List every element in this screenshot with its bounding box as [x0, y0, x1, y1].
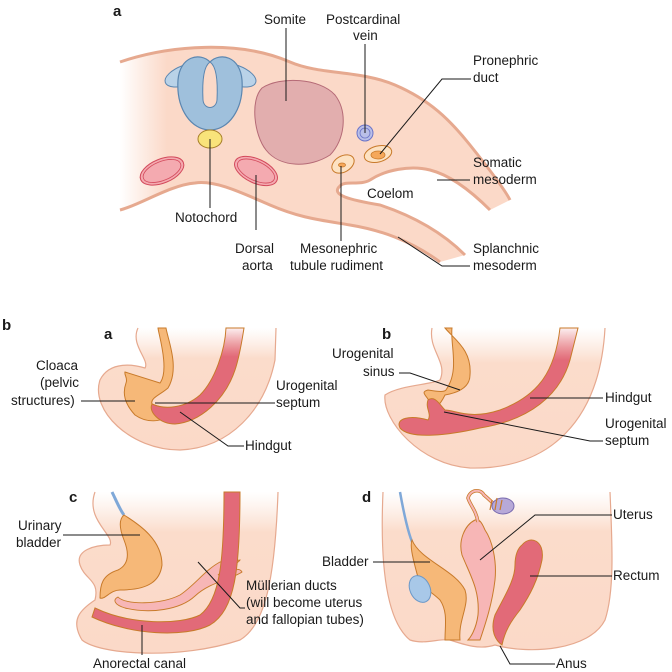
label-dorsal-1: Dorsal [235, 241, 274, 256]
label-dorsal-2: aorta [242, 258, 273, 273]
label-sub-b-septum-2: septum [605, 433, 649, 448]
embryo-body-outline [119, 45, 512, 201]
sub-d-letter: d [362, 489, 371, 506]
label-somatic-2: mesoderm [473, 172, 537, 187]
label-anorectal: Anorectal canal [93, 656, 186, 671]
sub-d-pubic-bone [408, 575, 432, 603]
label-urogenital-sinus-1: Urogenital [332, 346, 394, 361]
label-sub-d-bladder: Bladder [322, 554, 369, 569]
label-sub-a-septum-2: septum [276, 395, 320, 410]
leader-anus [499, 645, 555, 665]
label-sub-a-hindgut: Hindgut [245, 438, 292, 453]
label-coelom: Coelom [367, 186, 414, 201]
label-cloaca-3: structures) [11, 393, 75, 408]
sub-c-letter: c [69, 489, 77, 506]
sub-a-body-outline [97, 327, 277, 451]
sub-c-body-outline [76, 491, 279, 654]
dorsal-aorta-left [139, 156, 185, 186]
label-notochord: Notochord [175, 210, 237, 225]
label-cloaca-1: Cloaca [36, 358, 79, 373]
sub-b-letter: b [382, 326, 391, 343]
embryo-body-lower-outline [119, 181, 441, 264]
panel-b-letter: b [2, 317, 11, 334]
label-somatic-1: Somatic [473, 155, 522, 170]
coelom-outline [336, 166, 492, 257]
leader-urogenital-sinus [399, 372, 461, 391]
sub-a-letter: a [104, 326, 113, 343]
label-uterus: Uterus [613, 507, 653, 522]
panel-a-letter: a [113, 3, 122, 20]
sub-d-fallopian-fill [466, 489, 501, 523]
label-mullerian-3: and fallopian tubes) [246, 612, 364, 627]
label-mesonephric-1: Mesonephric [300, 241, 378, 256]
sub-b-body-outline [384, 327, 606, 469]
label-urogenital-sinus-2: sinus [363, 364, 395, 379]
label-sub-b-hindgut: Hindgut [605, 390, 652, 405]
label-pronephric-2: duct [473, 70, 499, 85]
sub-d-rectum [492, 539, 543, 646]
panel-b-sub-c: c Urinary bladder Müllerian ducts (will … [16, 489, 364, 671]
somite-shape [254, 79, 344, 165]
label-splanchnic-2: mesoderm [473, 258, 537, 273]
label-sub-a-septum-1: Urogenital [276, 378, 338, 393]
label-rectum: Rectum [613, 568, 660, 583]
label-splanchnic-1: Splanchnic [473, 241, 539, 256]
leader-sub-b-septum [443, 411, 603, 442]
sub-c-urinary-bladder [99, 514, 163, 599]
leader-uterus [479, 514, 612, 561]
label-urinary-1: Urinary [18, 518, 62, 533]
leader-mullerian [197, 561, 245, 609]
label-mesonephric-2: tubule rudiment [290, 258, 383, 273]
sub-c-ureter [110, 491, 126, 516]
label-postcardinal-2: vein [353, 28, 378, 43]
dorsal-aorta-right [234, 155, 278, 187]
panel-b-sub-b: b Urogenital sinus Hindgut Urogenital se… [332, 326, 667, 469]
label-pronephric-1: Pronephric [473, 53, 539, 68]
leader-sub-a-hindgut [179, 411, 244, 447]
sub-b-hindgut [398, 327, 579, 436]
sub-d-fimbriae [489, 497, 503, 511]
label-postcardinal-1: Postcardinal [326, 12, 400, 27]
sub-d-uterus [460, 519, 496, 641]
label-anus: Anus [556, 656, 587, 671]
label-mullerian-2: (will become uterus [246, 595, 363, 610]
sub-d-body [382, 492, 613, 650]
sub-a-hindgut [150, 327, 245, 425]
label-somite: Somite [264, 12, 306, 27]
pronephric-duct-shape [363, 144, 393, 164]
sub-d-ovary [491, 497, 515, 515]
label-urinary-2: bladder [16, 535, 62, 550]
mesonephric-tubule-shape [331, 154, 355, 174]
label-sub-b-septum-1: Urogenital [605, 416, 667, 431]
sub-d-body-outline [381, 491, 613, 651]
sub-c-anorectal-canal [91, 491, 241, 634]
leader-splanchnic [397, 236, 470, 267]
leader-pronephric [379, 78, 471, 155]
sub-d-bladder [410, 538, 467, 641]
panel-b-sub-a: a Cloaca (pelvic structures) Urogenital … [11, 326, 338, 453]
label-cloaca-2: (pelvic [40, 375, 79, 390]
panel-a-cross-section: a [113, 3, 539, 273]
label-mullerian-1: Müllerian ducts [246, 578, 337, 593]
sub-a-cloaca [123, 327, 182, 422]
panel-b-sub-d: d Bladder Uterus Rectum Anus [322, 489, 660, 671]
